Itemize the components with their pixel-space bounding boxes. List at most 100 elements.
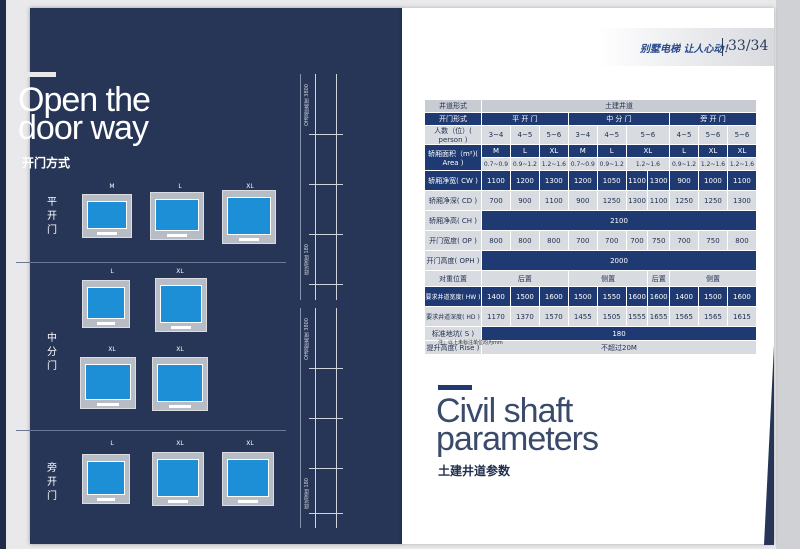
left-edge-strip (0, 0, 6, 549)
civil-title-line-2: parameters (436, 420, 599, 458)
overhead-label: OH顶层高度 3800 (304, 318, 310, 361)
table-cell: 1200 (509, 170, 540, 191)
table-cell: XL (538, 144, 569, 158)
table-cell: 5~6 (625, 125, 671, 145)
right-edge-strip (776, 0, 800, 549)
table-cell: 1300 (647, 170, 671, 191)
table-cell: 1250 (669, 190, 699, 211)
table-cell: 1655 (647, 306, 671, 327)
table-row-label: 轿厢面积（m²)( Area ) (424, 144, 482, 171)
table-cell: 4~5 (509, 125, 540, 145)
table-cell: 1505 (596, 306, 627, 327)
table-cell: XL (726, 144, 758, 158)
car-plan-m (82, 194, 132, 238)
table-cell: 1565 (698, 306, 728, 327)
title-accent-bar (22, 72, 56, 77)
table-cell: 1565 (669, 306, 699, 327)
table-row-label: 对重位置 (424, 270, 482, 287)
page-title: Open the door way (18, 81, 151, 145)
table-cell: 1600 (625, 286, 649, 307)
table-cell: 0.9~1.2 (509, 157, 540, 171)
table-cell: 800 (538, 230, 569, 251)
table-cell: 3~4 (481, 125, 511, 145)
table-cell: 700 (669, 230, 699, 251)
table-cell: 1.2~1.6 (538, 157, 569, 171)
title-line-1: Open the (18, 81, 151, 119)
table-cell: 800 (726, 230, 758, 251)
shaft-section-bottom: OH顶层高度 3800 底坑深度 180 (300, 308, 361, 528)
table-cell: 2100 (481, 210, 757, 231)
size-label: XL (246, 183, 254, 190)
table-cell: XL (698, 144, 728, 158)
table-cell: 平 开 门 (481, 112, 569, 126)
size-label: XL (246, 440, 254, 447)
table-row-label: 开门高度( OPH ) (424, 250, 482, 271)
table-row-label: 提升高度( Rise ) (424, 340, 482, 355)
table-cell: 1300 (726, 190, 758, 211)
civil-title: Civil shaft parameters (436, 394, 599, 458)
table-cell: 1400 (669, 286, 699, 307)
row-divider (16, 262, 286, 263)
table-cell: 800 (509, 230, 540, 251)
table-cell: 1300 (625, 190, 649, 211)
table-row-label: 轿厢净高( CH ) (424, 210, 482, 231)
table-cell: 不超过20M (481, 340, 757, 355)
table-cell: 1500 (567, 286, 598, 307)
table-cell: 1600 (647, 286, 671, 307)
table-cell: 4~5 (669, 125, 699, 145)
table-cell: 1400 (481, 286, 511, 307)
size-label: XL (176, 346, 184, 353)
table-row-label: 人数（位）( person ) (424, 125, 482, 145)
table-row-label: 轿厢净宽( CW ) (424, 170, 482, 191)
car-plan-xl (152, 452, 204, 506)
table-row-label: 开门宽度( OP ) (424, 230, 482, 251)
page-subtitle: 开门方式 (22, 156, 71, 170)
table-cell: 0.9~1.2 (596, 157, 627, 171)
page-number-divider (722, 38, 723, 56)
table-cell: 1300 (538, 170, 569, 191)
civil-subtitle: 土建井道参数 (438, 464, 511, 478)
table-cell: M (481, 144, 511, 158)
table-cell: 750 (698, 230, 728, 251)
slogan-text: 别墅电梯 让人心动！ (640, 44, 734, 55)
table-cell: 1555 (625, 306, 649, 327)
table-cell: 后置 (481, 270, 569, 287)
table-note: 注：以上未标注单位均为mm (438, 340, 503, 346)
row-label-side: 旁开门 (47, 463, 57, 502)
table-row-label: 要求井道宽度( HW ) (424, 286, 482, 307)
table-cell: 1500 (698, 286, 728, 307)
car-plan-l (150, 192, 204, 240)
car-plan-xl (222, 452, 274, 506)
table-cell: 1455 (567, 306, 598, 327)
table-cell: 5~6 (538, 125, 569, 145)
table-cell: XL (625, 144, 671, 158)
table-cell: 800 (481, 230, 511, 251)
shaft-section-top: OH顶层高度 3800 底坑深度 180 (300, 74, 361, 300)
pit-label: 底坑深度 180 (304, 478, 310, 510)
row-label-swing: 平开门 (47, 197, 57, 236)
car-plan-l (82, 280, 130, 328)
table-cell: 1615 (726, 306, 758, 327)
car-plan-xl (152, 357, 208, 411)
overhead-label: OH顶层高度 3800 (304, 84, 310, 127)
table-cell: 1100 (538, 190, 569, 211)
table-cell: L (509, 144, 540, 158)
table-cell: 900 (567, 190, 598, 211)
table-cell: L (596, 144, 627, 158)
table-cell: 1200 (567, 170, 598, 191)
table-cell: 3~4 (567, 125, 598, 145)
slogan-band (598, 28, 774, 66)
size-label: XL (176, 440, 184, 447)
car-plan-xl (155, 278, 207, 332)
table-cell: 1250 (698, 190, 728, 211)
size-label: M (109, 183, 115, 190)
car-plan-xl (80, 357, 136, 409)
table-cell: 侧置 (567, 270, 649, 287)
table-cell: 700 (567, 230, 598, 251)
table-cell: 1.2~1.6 (625, 157, 671, 171)
table-cell: 750 (647, 230, 671, 251)
table-cell: 1250 (596, 190, 627, 211)
table-row-label: 标准地坑( S ) (424, 326, 482, 341)
table-cell: 4~5 (596, 125, 627, 145)
